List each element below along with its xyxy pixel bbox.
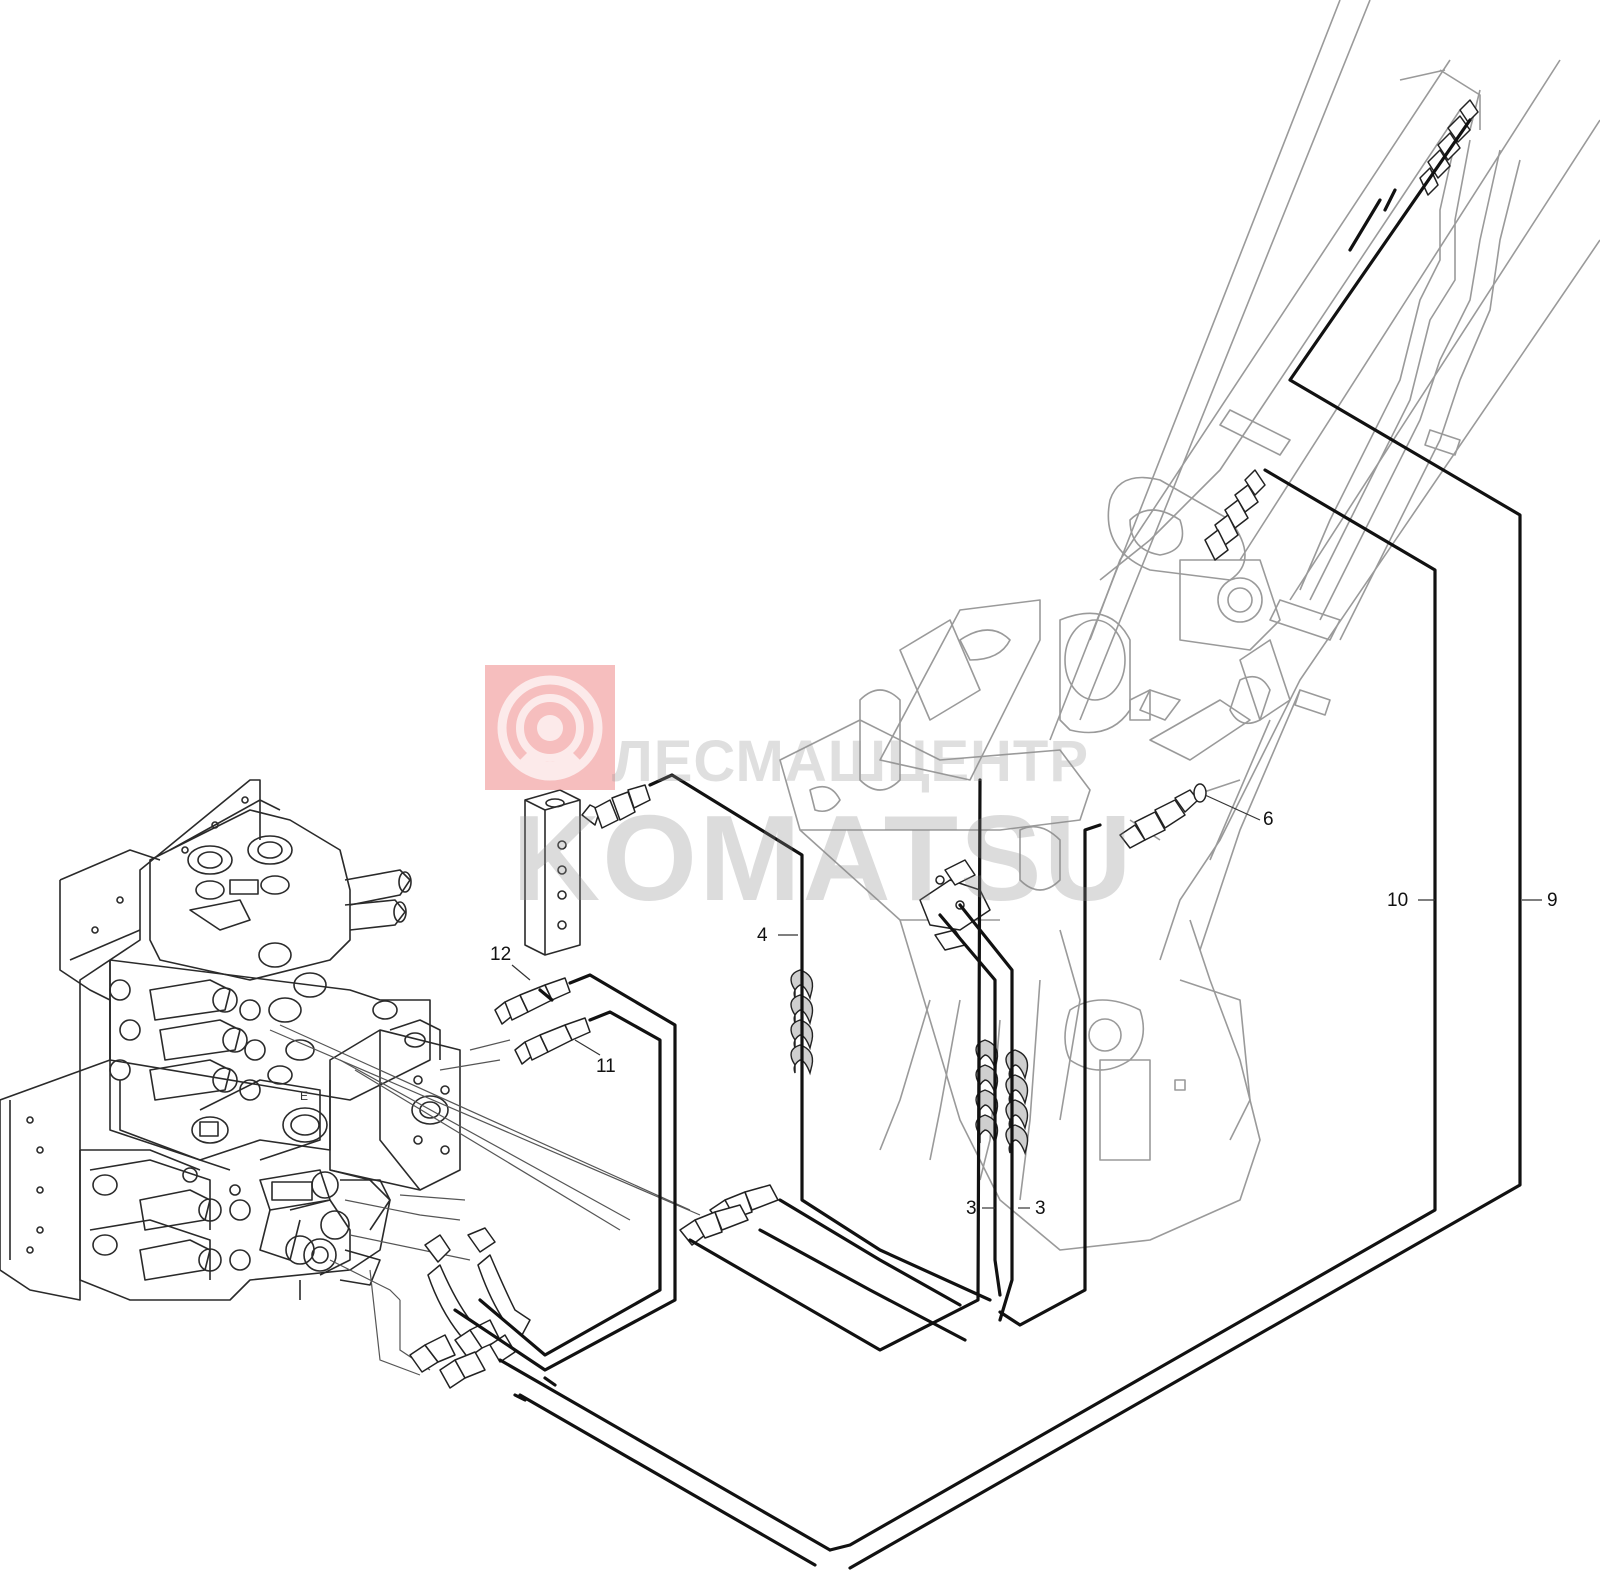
callout-4: 4 (757, 925, 768, 946)
hose-3-left (938, 913, 1002, 1297)
boom-assembly (779, 0, 1600, 1251)
fitting-12 (494, 977, 571, 1025)
fitting-boom-top (1204, 469, 1266, 561)
fitting-top-manifold (581, 784, 651, 829)
hose-fittings (409, 99, 1479, 1389)
fittings-bottom (409, 1184, 779, 1389)
watermark-logo (485, 665, 615, 790)
svg-text:E: E (300, 1089, 308, 1103)
control-valve-assembly: E (0, 779, 461, 1301)
callout-12: 12 (490, 944, 512, 965)
hose-bottom-1 (498, 1358, 832, 1552)
hose-12 (453, 973, 677, 1372)
hose-9 (848, 118, 1522, 1570)
hose-clamps (790, 969, 1029, 1156)
hose-10 (828, 468, 1437, 1552)
callout-6: 6 (1263, 809, 1274, 830)
hose-3-right (958, 903, 1014, 1322)
guide-lines (269, 1024, 701, 1376)
hoses (453, 118, 1522, 1570)
callout-3-right: 3 (1035, 1198, 1046, 1219)
callout-11: 11 (596, 1056, 616, 1077)
callout-9: 9 (1547, 890, 1558, 911)
fitting-6 (1119, 783, 1207, 849)
hose-bottom-2 (518, 1393, 817, 1567)
hose-4 (648, 773, 992, 1302)
callout-10: 10 (1387, 890, 1409, 911)
clamp-group-4 (790, 969, 814, 1076)
hose-11 (478, 1010, 662, 1357)
clamp-group-3b (1005, 1049, 1029, 1156)
hose-bucket-right (998, 823, 1102, 1327)
fitting-11 (514, 1017, 591, 1065)
distributor-valve (919, 859, 991, 951)
manifold-block (524, 789, 581, 956)
leader-lines (511, 794, 1542, 1209)
callout-3-left: 3 (966, 1198, 977, 1219)
